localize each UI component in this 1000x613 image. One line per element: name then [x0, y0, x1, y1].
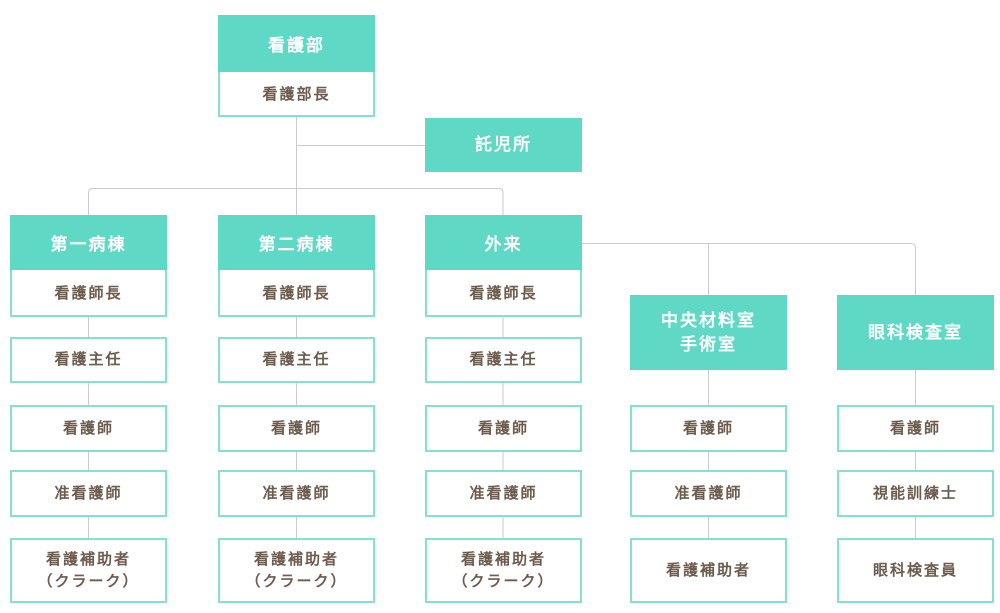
- role-box: 看護補助者 （クラーク）: [425, 538, 582, 603]
- role-label-line2: （クラーク）: [452, 572, 555, 590]
- role-label: 看護師: [682, 419, 734, 437]
- role-label: 看護師: [889, 419, 941, 437]
- node-daycare: 託児所: [425, 118, 582, 172]
- role-box: 視能訓練士: [837, 470, 994, 517]
- role-box: 看護補助者 （クラーク）: [10, 538, 167, 603]
- role-box: 看護主任: [218, 337, 375, 383]
- role-label: 看護補助者: [665, 561, 751, 579]
- node-ward-2-title: 第二病棟: [218, 215, 375, 270]
- node-outpatient-head-nurse: 看護師長: [425, 270, 582, 317]
- role-box: 看護主任: [425, 337, 582, 383]
- role-label: 看護師: [270, 419, 322, 437]
- node-ward-2-head-nurse: 看護師長: [218, 270, 375, 317]
- node-nursing-department-title: 看護部: [218, 15, 375, 72]
- role-label: 看護補助者: [253, 550, 339, 568]
- role-box: 看護補助者: [630, 538, 787, 603]
- role-label: 准看護師: [469, 484, 538, 502]
- role-box: 看護主任: [10, 337, 167, 383]
- role-label: 看護補助者: [45, 550, 131, 568]
- role-label: 看護主任: [54, 351, 123, 368]
- role-box: 眼科検査員: [837, 538, 994, 603]
- role-box: 看護師: [630, 405, 787, 452]
- role-box: 准看護師: [425, 470, 582, 517]
- role-box: 看護師: [218, 405, 375, 452]
- role-label: 看護師: [477, 419, 529, 437]
- node-ward-1-title: 第一病棟: [10, 215, 167, 270]
- role-label-line2: （クラーク）: [37, 572, 140, 590]
- role-label: 看護師: [62, 419, 114, 437]
- node-ward-1: 第一病棟 看護師長: [10, 215, 167, 317]
- role-box: 看護師: [425, 405, 582, 452]
- role-label: 准看護師: [262, 484, 331, 502]
- role-label: 眼科検査員: [872, 561, 958, 579]
- role-label: 看護主任: [469, 351, 538, 368]
- role-box: 准看護師: [218, 470, 375, 517]
- role-box: 准看護師: [10, 470, 167, 517]
- node-outpatient-title: 外来: [425, 215, 582, 270]
- node-title-line1: 中央材料室: [661, 310, 756, 330]
- role-label-line2: （クラーク）: [245, 572, 348, 590]
- role-label: 准看護師: [674, 484, 743, 502]
- role-box: 准看護師: [630, 470, 787, 517]
- node-ophthalmic-exam-room: 眼科検査室: [837, 295, 994, 370]
- role-label: 看護主任: [262, 351, 331, 368]
- node-title-line1: 眼科検査室: [868, 322, 963, 342]
- node-central-materials-operating-room: 中央材料室 手術室: [630, 295, 787, 370]
- role-label: 看護補助者: [460, 550, 546, 568]
- node-nursing-department: 看護部 看護部長: [218, 15, 375, 117]
- role-box: 看護補助者 （クラーク）: [218, 538, 375, 603]
- role-box: 看護師: [10, 405, 167, 452]
- role-label: 准看護師: [54, 484, 123, 502]
- role-box: 看護師: [837, 405, 994, 452]
- node-nursing-director: 看護部長: [218, 72, 375, 117]
- node-outpatient: 外来 看護師長: [425, 215, 582, 317]
- node-ward-2: 第二病棟 看護師長: [218, 215, 375, 317]
- node-ward-1-head-nurse: 看護師長: [10, 270, 167, 317]
- node-title-line2: 手術室: [680, 334, 737, 354]
- role-label: 視能訓練士: [872, 484, 958, 502]
